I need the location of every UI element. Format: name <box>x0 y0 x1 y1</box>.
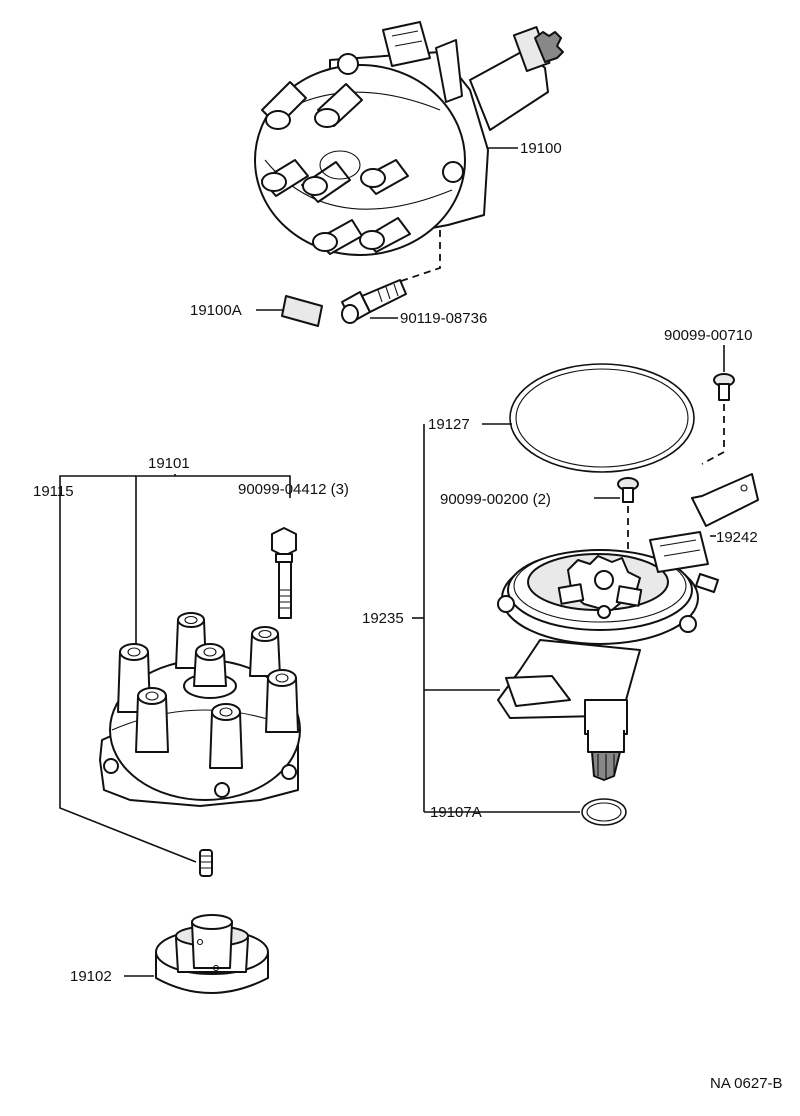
bracket-19242-hole <box>740 484 748 492</box>
bolt-90099-04412-illustration <box>271 527 297 619</box>
label-90099-00710: 90099-00710 <box>664 327 752 344</box>
label-90119: 90119-08736 <box>400 310 487 327</box>
screw-90099-00710-illustration <box>713 373 735 401</box>
label-19242: 19242 <box>716 529 758 546</box>
dash-00710-bracket <box>701 404 725 465</box>
bracket-19115 <box>59 475 197 863</box>
label-plate-illustration <box>281 295 323 327</box>
rotor-19102-illustration <box>155 914 269 994</box>
label-19127: 19127 <box>428 416 470 433</box>
distributor-assembly-illustration <box>254 21 564 256</box>
label-19101: 19101 <box>148 455 190 472</box>
o-ring-19127-inner <box>515 368 689 468</box>
bracket-19101 <box>135 475 291 650</box>
bracket-19242-illustration <box>691 473 759 527</box>
carbon-spring-19115-illustration <box>199 849 213 877</box>
label-19100: 19100 <box>520 140 562 157</box>
bolt-90119-illustration <box>341 279 407 324</box>
label-19102: 19102 <box>70 968 112 985</box>
label-90099-00200: 90099-00200 (2) <box>440 491 551 508</box>
label-19235: 19235 <box>362 610 404 627</box>
o-ring-19107A-illustration <box>581 798 627 826</box>
label-19115: 19115 <box>33 483 74 500</box>
o-ring-19107A-inner <box>586 802 622 822</box>
dash-19100-bolt <box>397 230 441 283</box>
label-90099-04412: 90099-04412 (3) <box>238 481 349 498</box>
distributor-housing-illustration <box>497 531 719 781</box>
label-19107A: 19107A <box>430 804 482 821</box>
label-19100A: 19100A <box>190 302 242 319</box>
o-ring-19127-illustration <box>509 363 695 473</box>
distributor-cap-illustration <box>99 612 301 807</box>
screw-90099-00200-illustration <box>617 477 639 503</box>
reference-code: NA 0627-B <box>710 1075 783 1092</box>
